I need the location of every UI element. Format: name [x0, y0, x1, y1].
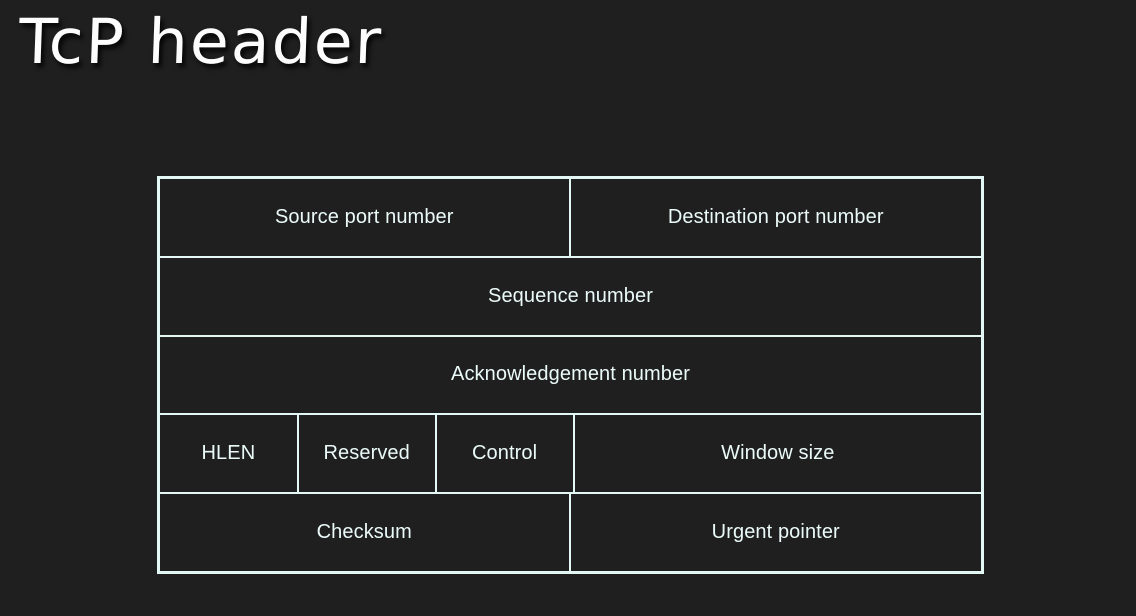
diagram-row-ports: Source port number Destination port numb… — [160, 179, 981, 258]
field-urgent-pointer: Urgent pointer — [711, 521, 840, 544]
page-title: TcP header — [17, 5, 385, 78]
diagram-row-sequence: Sequence number — [160, 258, 981, 337]
field-checksum: Checksum — [160, 494, 571, 571]
field-window-size: Window size — [721, 442, 835, 465]
field-acknowledgement-number: Acknowledgement number — [451, 363, 690, 386]
field-source-port-number: Source port number — [160, 179, 571, 256]
field-reserved: Reserved — [299, 415, 437, 493]
field-destination-port-number: Destination port number — [667, 205, 884, 228]
field-control: Control — [437, 415, 575, 493]
diagram-row-flags-window: HLEN Reserved Control Window size — [160, 415, 981, 495]
diagram-row-acknowledgement: Acknowledgement number — [160, 337, 981, 416]
diagram-row-checksum-urgent: Checksum Urgent pointer — [160, 494, 981, 571]
field-sequence-number: Sequence number — [488, 284, 653, 307]
field-hlen: HLEN — [160, 415, 299, 493]
tcp-header-diagram: Source port number Destination port numb… — [157, 176, 984, 574]
